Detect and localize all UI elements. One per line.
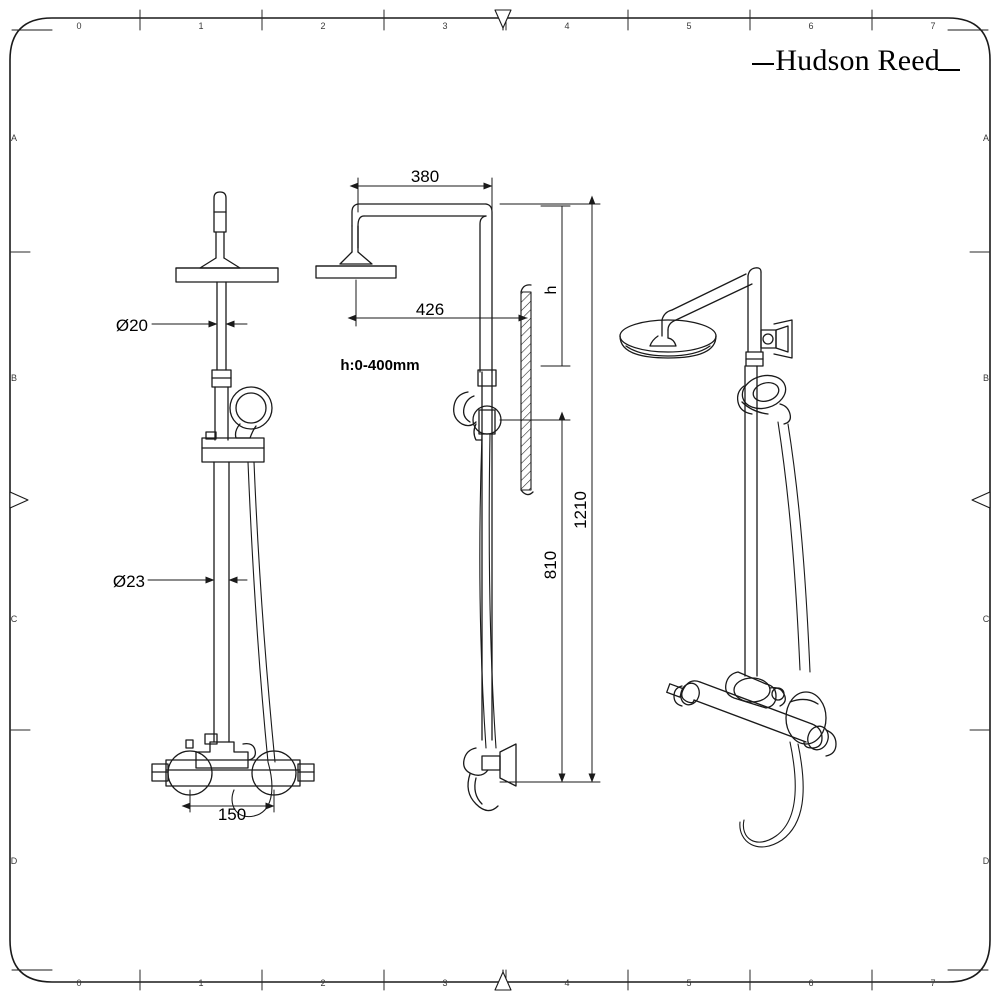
- dimension-150: [181, 789, 275, 813]
- label-380: 380: [411, 167, 439, 186]
- frame-col-2: 2: [320, 21, 325, 31]
- centre-marker-top: [494, 9, 512, 31]
- brand-logo: Hudson Reed: [752, 44, 960, 78]
- iso-hose-upper: [777, 421, 811, 673]
- frame-row-a: A: [11, 133, 17, 143]
- dimension-810: [499, 411, 571, 783]
- frame-row-d: D: [11, 856, 18, 866]
- frame-row-labels-right: A B C D: [983, 133, 990, 866]
- frame-row-c-r: C: [983, 614, 990, 624]
- frame-row-b: B: [11, 373, 17, 383]
- logo-text: Hudson Reed: [775, 44, 940, 77]
- frame-col-5-b: 5: [686, 978, 691, 988]
- front-head-stem: [199, 191, 241, 269]
- frame-col-6-b: 6: [808, 978, 813, 988]
- label-h-range: h:0-400mm: [340, 357, 419, 374]
- logo-bar-left: [752, 63, 775, 65]
- frame-col-4-b: 4: [564, 978, 569, 988]
- frame-row-labels-left: A B C D: [11, 133, 18, 866]
- front-bar-valve-body: [151, 750, 315, 796]
- side-slider-bracket: [472, 369, 502, 435]
- dimension-426: [347, 279, 528, 327]
- logo-bar-right: [938, 69, 960, 71]
- frame-col-3-b: 3: [442, 978, 447, 988]
- side-shower-arm: [351, 203, 493, 373]
- sheet-border: [9, 17, 991, 983]
- iso-handset-holder: [736, 374, 792, 425]
- label-diameter-23: Ø23: [113, 572, 145, 591]
- front-slider-bracket: [201, 431, 265, 463]
- front-riser-upper: [216, 281, 227, 371]
- side-shower-head: [315, 265, 397, 279]
- frame-col-6: 6: [808, 21, 813, 31]
- iso-bar-valve: [666, 680, 837, 757]
- dimension-h: [540, 205, 571, 367]
- label-1210: 1210: [571, 491, 590, 529]
- frame-col-7-b: 7: [930, 978, 935, 988]
- iso-shower-arm: [661, 273, 753, 331]
- frame-row-a-r: A: [983, 133, 989, 143]
- frame-column-labels-top: 0 1 2 3 4 5 6 7: [76, 21, 935, 31]
- frame-col-5: 5: [686, 21, 691, 31]
- frame-col-3: 3: [442, 21, 447, 31]
- front-handset-holder: [229, 386, 273, 439]
- side-riser-rail: [481, 371, 493, 741]
- iso-hose-loop: [739, 741, 804, 848]
- front-riser-lower: [213, 461, 230, 743]
- side-handset: [453, 391, 483, 441]
- frame-col-4: 4: [564, 21, 569, 31]
- label-426: 426: [416, 300, 444, 319]
- centre-marker-bottom: [494, 969, 512, 991]
- frame-row-b-r: B: [983, 373, 989, 383]
- front-riser-coupler: [211, 369, 232, 388]
- dimension-380: [349, 177, 493, 213]
- frame-col-7: 7: [930, 21, 935, 31]
- side-wall-hatch: [520, 284, 534, 496]
- view-front-elevation: [147, 191, 315, 818]
- label-diameter-20: Ø20: [116, 316, 148, 335]
- front-shower-head-plate: [175, 267, 279, 283]
- right-scale-ticks: [969, 251, 991, 731]
- frame-rules: [11, 29, 989, 971]
- side-arm-downpipe: [339, 225, 373, 265]
- centre-marker-right: [971, 491, 991, 509]
- front-riser-mid: [214, 386, 229, 441]
- frame-col-0-b: 0: [76, 978, 81, 988]
- frame-row-c: C: [11, 614, 18, 624]
- frame-col-0: 0: [76, 21, 81, 31]
- frame-col-1-b: 1: [198, 978, 203, 988]
- left-scale-ticks: [9, 251, 31, 731]
- iso-valve-wall-plate: [785, 691, 827, 745]
- label-150: 150: [218, 805, 246, 824]
- iso-upper-riser: [747, 267, 762, 353]
- iso-riser-collar: [745, 351, 764, 367]
- frame-column-labels-bottom: 0 1 2 3 4 5 6 7: [76, 978, 935, 988]
- frame-row-d-r: D: [983, 856, 990, 866]
- frame-col-2-b: 2: [320, 978, 325, 988]
- side-shower-hose: [479, 433, 497, 749]
- label-810: 810: [541, 551, 560, 579]
- iso-head-stem: [649, 319, 677, 347]
- iso-rain-head: [619, 319, 717, 359]
- front-shower-hose: [247, 461, 276, 763]
- centre-marker-left: [9, 491, 29, 509]
- dimension-1210: [499, 195, 601, 783]
- frame-col-1: 1: [198, 21, 203, 31]
- iso-wall-bracket: [760, 319, 793, 359]
- iso-valve-riser-connector: [725, 671, 786, 709]
- view-side-elevation: [315, 177, 601, 812]
- front-valve-outlet: [185, 733, 257, 769]
- view-isometric-3d: [619, 267, 837, 848]
- label-h: h: [543, 286, 560, 295]
- iso-main-riser: [744, 365, 758, 677]
- side-valve-body: [463, 743, 517, 812]
- bottom-scale-ticks: [139, 969, 873, 991]
